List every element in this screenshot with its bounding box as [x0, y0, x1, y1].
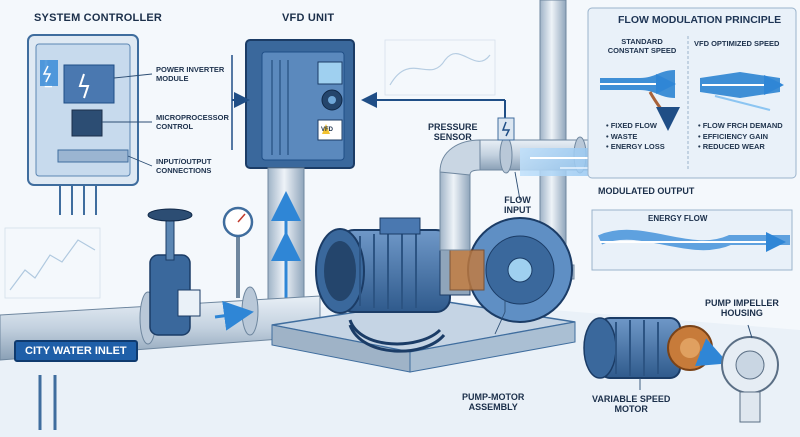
panel-left-item: • WASTE — [606, 133, 665, 142]
io-connections-label: INPUT/OUTPUT CONNECTIONS — [156, 158, 211, 175]
panel-right-list: • FLOW FRCH DEMAND • EFFICIENCY GAIN • R… — [698, 122, 783, 154]
vfd-unit-label: VFD UNIT — [282, 12, 334, 25]
pressure-gauge — [224, 208, 252, 298]
panel-left-item: • FIXED FLOW — [606, 122, 665, 131]
panel-left-list: • FIXED FLOW • WASTE • ENERGY LOSS — [606, 122, 665, 154]
panel-left-heading: STANDARD CONSTANT SPEED — [600, 38, 684, 55]
system-controller-box — [28, 35, 138, 215]
panel-right-item: • FLOW FRCH DEMAND — [698, 122, 783, 131]
vertical-pipe-left — [268, 168, 304, 308]
power-inverter-label: POWER INVERTER MODULE — [156, 66, 224, 83]
panel-left-item: • ENERGY LOSS — [606, 143, 665, 152]
panel-title: FLOW MODULATION PRINCIPLE — [618, 14, 781, 26]
vfd-unit — [246, 40, 354, 168]
gate-valve — [148, 209, 200, 335]
panel-right-heading: VFD OPTIMIZED SPEED — [694, 40, 779, 49]
system-controller-label: SYSTEM CONTROLLER — [34, 12, 162, 25]
vfd-badge: VFD — [321, 127, 333, 134]
background-chart-left — [5, 228, 100, 298]
panel-right-item: • REDUCED WEAR — [698, 143, 783, 152]
energy-flow-label: ENERGY FLOW — [648, 214, 707, 223]
pressure-sensor-label: PRESSURE SENSOR — [428, 122, 478, 143]
pump-motor-assembly-label: PUMP-MOTOR ASSEMBLY — [462, 392, 524, 413]
microprocessor-label: MICROPROCESSOR CONTROL — [156, 114, 229, 131]
background-chart-top — [385, 40, 495, 95]
modulated-output-label: MODULATED OUTPUT — [598, 186, 694, 196]
flow-input-label: FLOW INPUT — [504, 195, 531, 216]
variable-speed-motor-label: VARIABLE SPEED MOTOR — [592, 394, 670, 415]
city-water-inlet-badge: CITY WATER INLET — [14, 340, 138, 362]
pump-impeller-housing-label: PUMP IMPELLER HOUSING — [705, 298, 779, 319]
panel-right-item: • EFFICIENCY GAIN — [698, 133, 783, 142]
